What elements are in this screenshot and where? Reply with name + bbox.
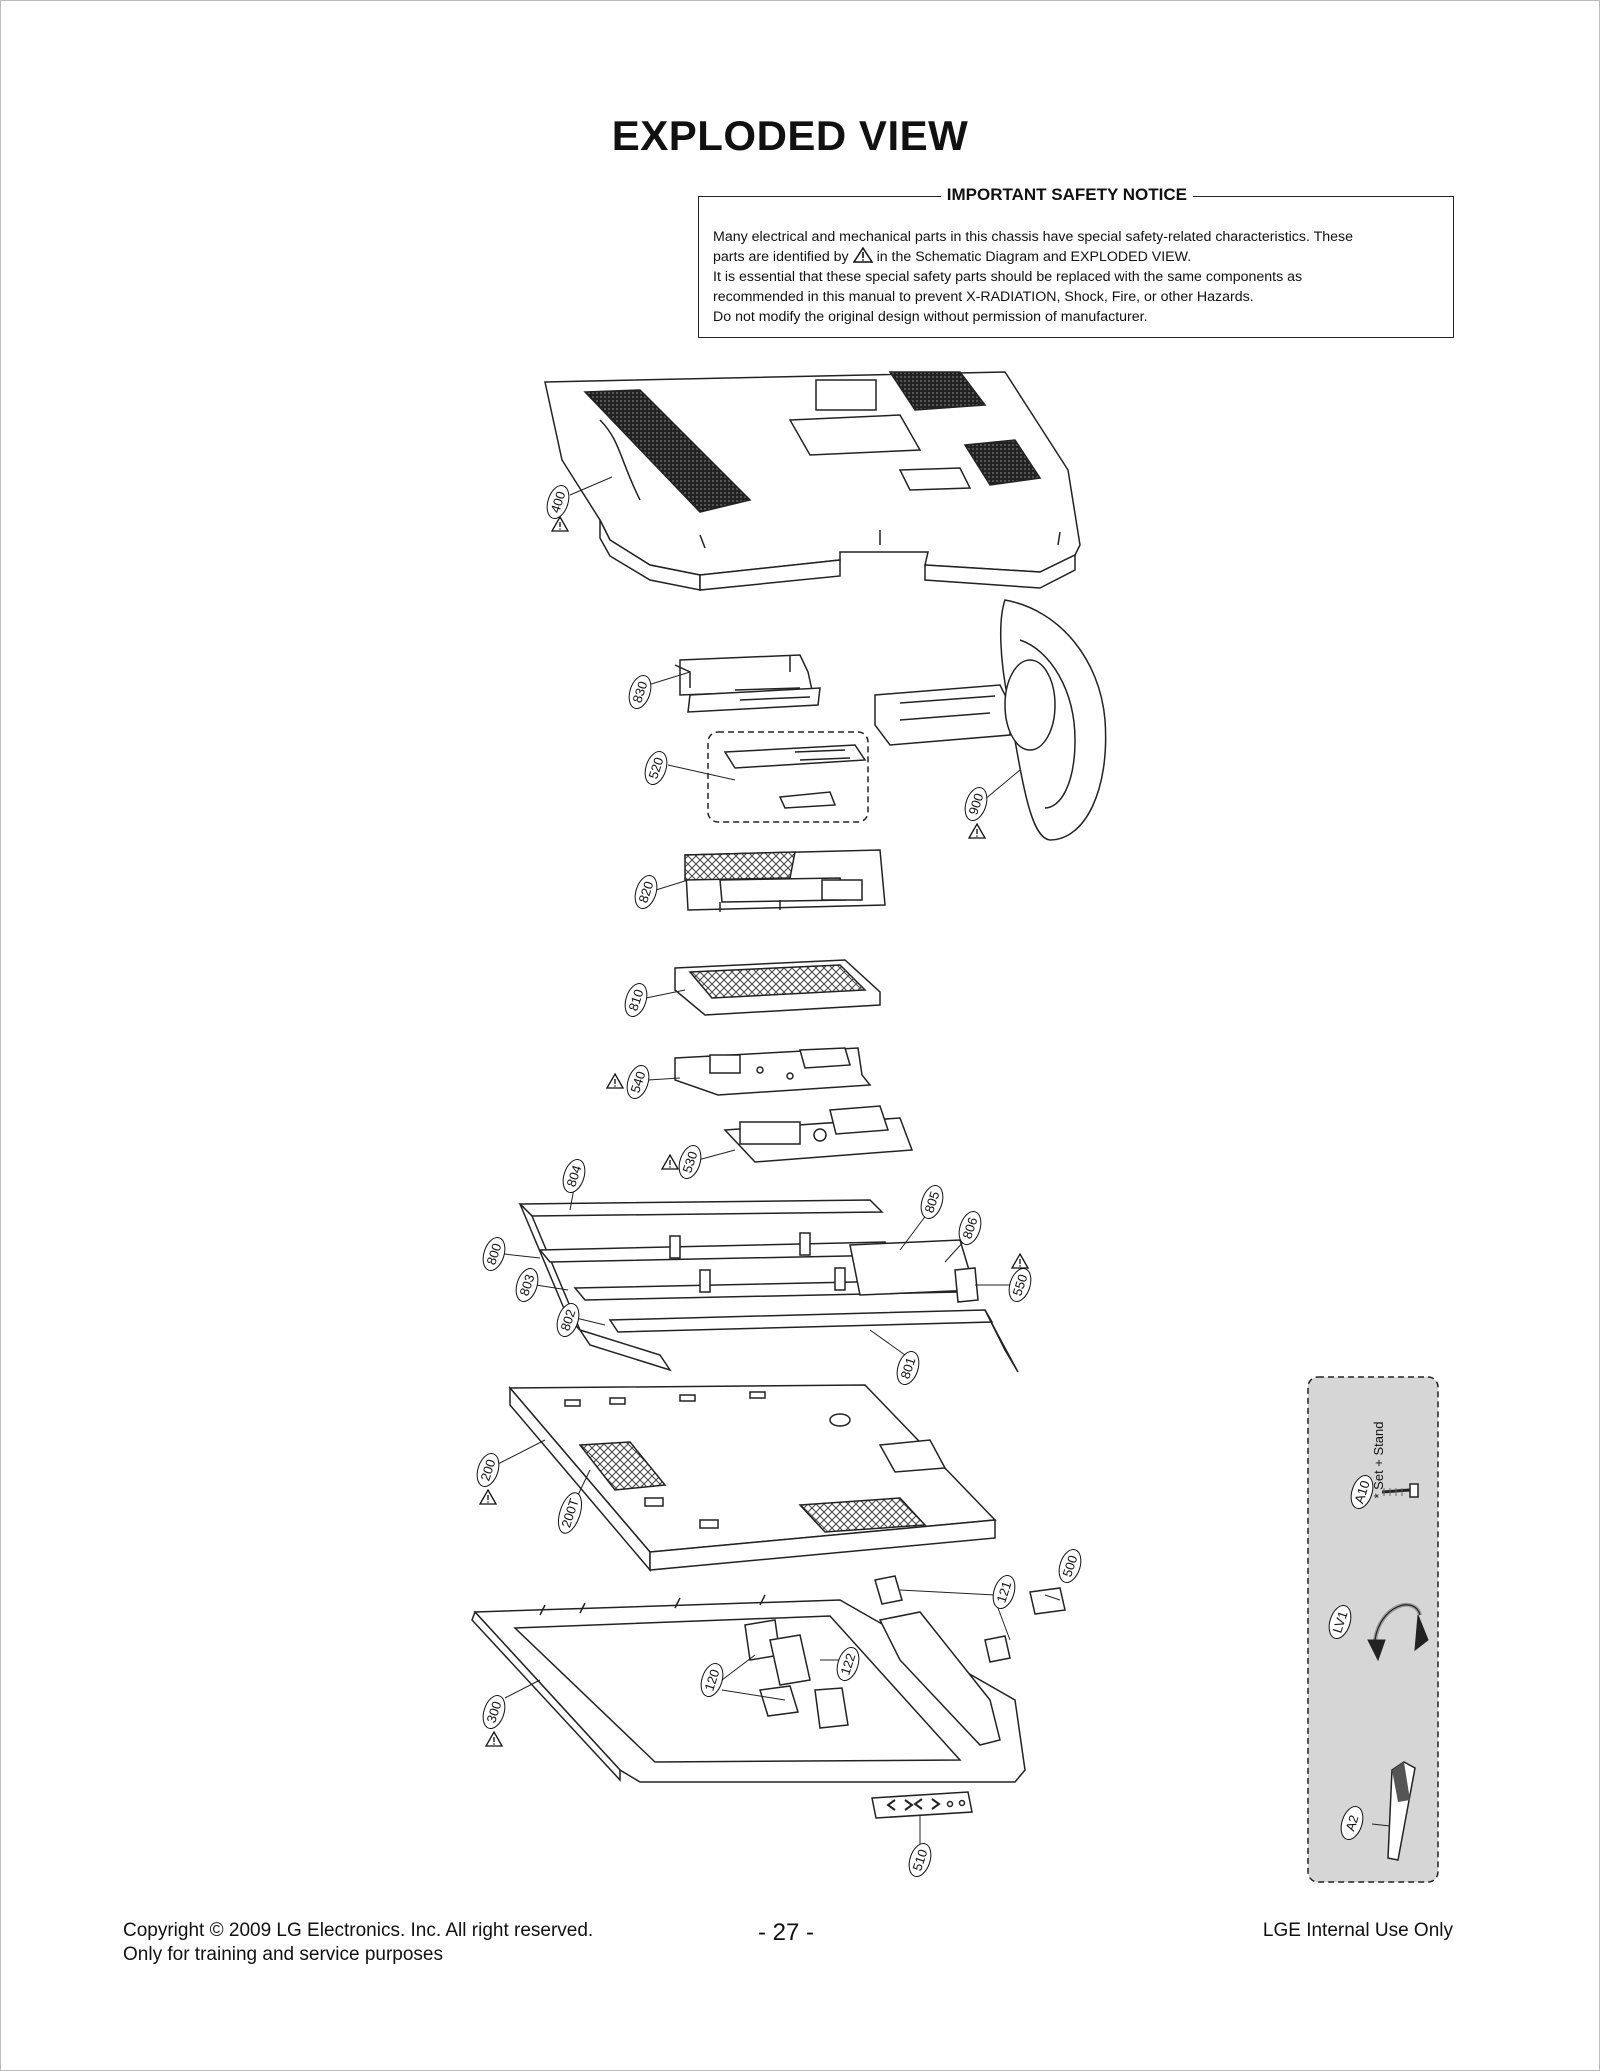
safety-warning-icon	[968, 823, 986, 839]
safety-notice-title: IMPORTANT SAFETY NOTICE	[940, 185, 1193, 204]
svg-text:806: 806	[960, 1215, 981, 1240]
callout-820: 820	[634, 875, 658, 909]
svg-text:200: 200	[478, 1457, 499, 1482]
svg-text:540: 540	[628, 1069, 649, 1094]
callout-550: 550	[1008, 1268, 1032, 1302]
svg-text:121: 121	[994, 1579, 1015, 1604]
copyright-text: Copyright © 2009 LG Electronics. Inc. Al…	[123, 1920, 594, 1941]
svg-text:804: 804	[564, 1163, 585, 1188]
notice-line: Many electrical and mechanical parts in …	[713, 229, 1354, 245]
accessory-a10-note: * Set + Stand	[1371, 1422, 1386, 1499]
callout-810: 810	[624, 983, 648, 1017]
callout-500: 500	[1058, 1549, 1082, 1583]
main-board-part	[674, 1047, 872, 1096]
callout-540: 540	[626, 1065, 650, 1099]
shield-part-820	[684, 849, 886, 912]
accessory-a10-label: A10	[1350, 1475, 1374, 1509]
notice-line: It is essential that these special safet…	[713, 269, 1303, 285]
callout-805: 805	[920, 1185, 944, 1219]
svg-text:550: 550	[1010, 1272, 1031, 1297]
svg-text:400: 400	[548, 489, 569, 514]
svg-text:530: 530	[680, 1149, 701, 1174]
back-cover-part	[544, 371, 1081, 591]
callout-520: 520	[644, 751, 668, 785]
callout-530: 530	[678, 1145, 702, 1179]
callout-400: 400	[546, 485, 570, 519]
lcd-panel-part	[508, 1384, 997, 1573]
cable-tie-part	[1367, 1602, 1429, 1662]
dashed-part-group-520	[707, 731, 869, 823]
safety-warning-icon	[661, 1154, 679, 1170]
screw-part	[1381, 1483, 1419, 1498]
shield-part-810	[674, 959, 881, 1016]
callout-200t: 200T	[557, 1492, 583, 1534]
callout-labels: 400 830 520 900 820 810	[476, 485, 1082, 1877]
callout-800: 800	[482, 1237, 506, 1271]
control-button-bar-part	[871, 1791, 973, 1819]
callout-803: 803	[515, 1268, 539, 1302]
callout-830: 830	[628, 675, 652, 709]
svg-text:830: 830	[630, 679, 651, 704]
frame-assembly-part	[518, 1199, 1019, 1373]
notice-line: recommended in this manual to prevent X-…	[713, 289, 1254, 305]
safety-warning-icon	[479, 1489, 497, 1505]
svg-text:LV1: LV1	[1329, 1609, 1350, 1635]
safety-warning-icon	[485, 1731, 503, 1747]
callout-804: 804	[562, 1159, 586, 1193]
svg-text:810: 810	[626, 987, 647, 1012]
accessory-lv1-label: LV1	[1328, 1605, 1352, 1639]
notice-line: parts are identified by	[713, 249, 849, 265]
safety-warning-icon	[852, 247, 873, 263]
safety-warning-icon	[606, 1073, 624, 1089]
safety-notice-body: Many electrical and mechanical parts in …	[713, 227, 1439, 327]
svg-text:805: 805	[922, 1189, 943, 1214]
callout-806: 806	[958, 1211, 982, 1245]
footer-left: Copyright © 2009 LG Electronics. Inc. Al…	[123, 1919, 593, 1967]
svg-text:510: 510	[910, 1847, 931, 1872]
stand-part	[874, 599, 1107, 841]
svg-text:500: 500	[1060, 1553, 1081, 1578]
remote-control-part	[1371, 1761, 1416, 1861]
svg-text:122: 122	[838, 1651, 859, 1676]
front-cabinet-part	[471, 1575, 1066, 1783]
callout-200: 200	[476, 1453, 500, 1487]
svg-text:820: 820	[636, 879, 657, 904]
safety-warning-icon	[1011, 1253, 1029, 1269]
page-title: EXPLODED VIEW	[611, 112, 969, 159]
safety-notice-box: IMPORTANT SAFETY NOTICE Many electrical …	[698, 185, 1454, 338]
svg-text:801: 801	[898, 1355, 919, 1380]
svg-text:A10: A10	[1351, 1479, 1372, 1506]
svg-text:300: 300	[484, 1699, 505, 1724]
svg-text:803: 803	[517, 1272, 538, 1297]
svg-text:900: 900	[966, 791, 987, 816]
callout-122: 122	[836, 1647, 860, 1681]
svg-text:A2: A2	[1342, 1813, 1361, 1833]
power-board-part	[723, 1105, 914, 1163]
callout-121: 121	[992, 1575, 1016, 1609]
callout-900: 900	[964, 787, 988, 821]
bracket-part-830	[674, 654, 821, 713]
callout-510: 510	[908, 1843, 932, 1877]
safety-warning-icon	[551, 516, 569, 532]
callout-802: 802	[556, 1303, 580, 1337]
svg-text:802: 802	[558, 1307, 579, 1332]
notice-line: in the Schematic Diagram and EXPLODED VI…	[876, 249, 1192, 265]
internal-use-text: LGE Internal Use Only	[1262, 1920, 1453, 1941]
callout-801: 801	[896, 1351, 920, 1385]
svg-text:800: 800	[484, 1241, 505, 1266]
purpose-text: Only for training and service purposes	[123, 1944, 443, 1965]
callout-300: 300	[482, 1695, 506, 1729]
svg-text:120: 120	[702, 1667, 723, 1692]
accessory-a2-label: A2	[1340, 1806, 1364, 1840]
notice-line: Do not modify the original design withou…	[713, 309, 1148, 325]
svg-text:520: 520	[646, 755, 667, 780]
accessories-panel: * Set + Stand A10 LV1	[1307, 1376, 1439, 1883]
page-number: - 27 -	[758, 1919, 815, 1946]
callout-120: 120	[700, 1663, 724, 1697]
